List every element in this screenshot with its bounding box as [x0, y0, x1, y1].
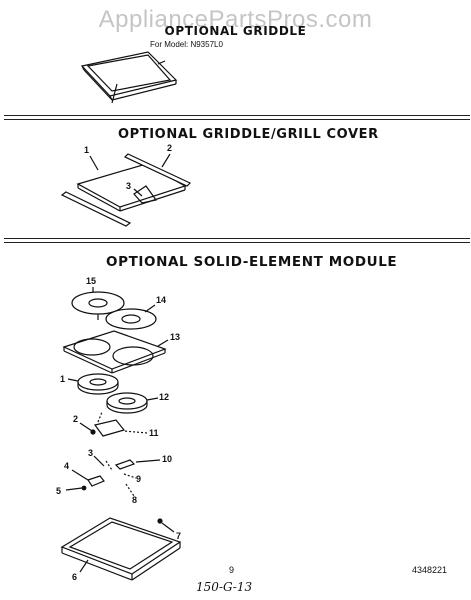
page-number: 9: [229, 565, 235, 575]
callout-4: 4: [64, 461, 69, 471]
callout-14: 14: [156, 295, 166, 305]
callout-numbers: 1 2 3 15 14 13 1 12 2 11 3 10 9 4 8 5 7 …: [56, 143, 181, 582]
callout-12: 12: [159, 392, 169, 402]
callout-8: 8: [132, 495, 137, 505]
callout-11: 11: [149, 428, 159, 438]
callout-13: 13: [170, 332, 180, 342]
part-number: 4348221: [412, 565, 448, 575]
grill-cover-title: OPTIONAL GRIDDLE/GRILL COVER: [118, 127, 379, 142]
section-divider-1b: [4, 119, 470, 120]
callout-5: 5: [56, 486, 61, 496]
callout-10: 10: [162, 454, 172, 464]
griddle-plate-drawing: [80, 51, 178, 104]
section-divider-1a: [4, 115, 470, 116]
callout-2-module: 2: [73, 414, 78, 424]
grill-cover-drawing: [60, 153, 192, 227]
callout-7: 7: [176, 531, 181, 541]
watermark: AppliancePartsPros.com: [98, 6, 373, 33]
griddle-model-subtitle: For Model: N9357L0: [150, 40, 223, 49]
callout-3-module: 3: [88, 448, 93, 458]
griddle-title: OPTIONAL GRIDDLE: [164, 24, 307, 38]
callout-1-module: 1: [60, 374, 65, 384]
section-divider-2a: [4, 238, 470, 239]
callout-3-cover: 3: [126, 181, 131, 191]
section-divider-2b: [4, 242, 470, 243]
callout-15: 15: [86, 276, 96, 286]
callout-1-cover: 1: [84, 145, 89, 155]
callout-9: 9: [136, 474, 141, 484]
handwritten-note: 150-G-13: [196, 580, 253, 594]
module-title: OPTIONAL SOLID-ELEMENT MODULE: [106, 254, 398, 270]
element-module-drawing: [60, 287, 182, 581]
callout-2-cover: 2: [167, 143, 172, 153]
callout-6: 6: [72, 572, 77, 582]
